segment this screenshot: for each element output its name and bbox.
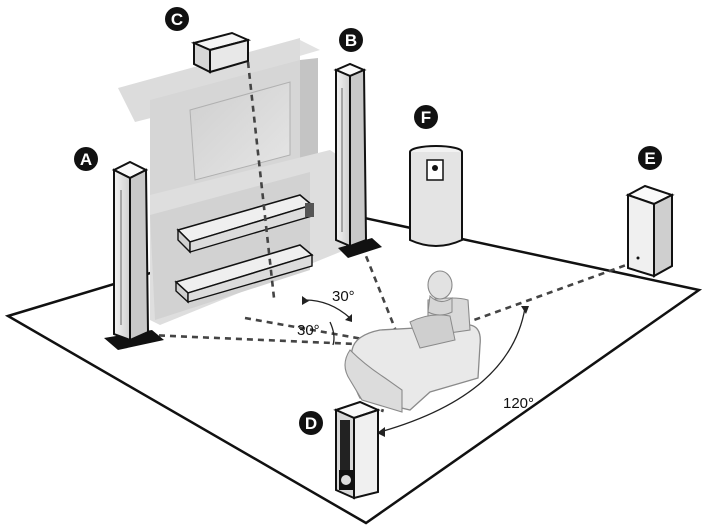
svg-text:F: F xyxy=(421,108,431,127)
label-d: D xyxy=(299,411,323,435)
label-e: E xyxy=(638,146,662,170)
label-f: F xyxy=(414,105,438,129)
angle-arc-front-right xyxy=(304,299,351,319)
angle-label-surround: 120° xyxy=(503,395,534,412)
speaker-subwoofer xyxy=(409,145,463,247)
svg-text:E: E xyxy=(644,149,655,168)
label-a: A xyxy=(74,147,98,171)
angle-label-front-left: 30° xyxy=(297,322,320,339)
angle-arc-front-left xyxy=(329,321,335,346)
svg-text:C: C xyxy=(171,10,183,29)
listener-armchair xyxy=(344,270,481,413)
svg-text:B: B xyxy=(345,31,357,50)
label-c: C xyxy=(165,7,189,31)
svg-text:A: A xyxy=(80,150,92,169)
speaker-surround-left xyxy=(333,400,381,500)
speaker-front-left xyxy=(104,160,164,350)
svg-text:D: D xyxy=(305,414,317,433)
label-b: B xyxy=(339,28,363,52)
angle-arc-surround xyxy=(379,307,526,433)
dvd-player xyxy=(174,244,314,304)
speaker-surround-right xyxy=(625,184,675,278)
av-receiver xyxy=(176,194,314,254)
speaker-center xyxy=(190,31,252,74)
speaker-front-right xyxy=(333,62,382,258)
angle-label-front-right: 30° xyxy=(332,288,355,305)
